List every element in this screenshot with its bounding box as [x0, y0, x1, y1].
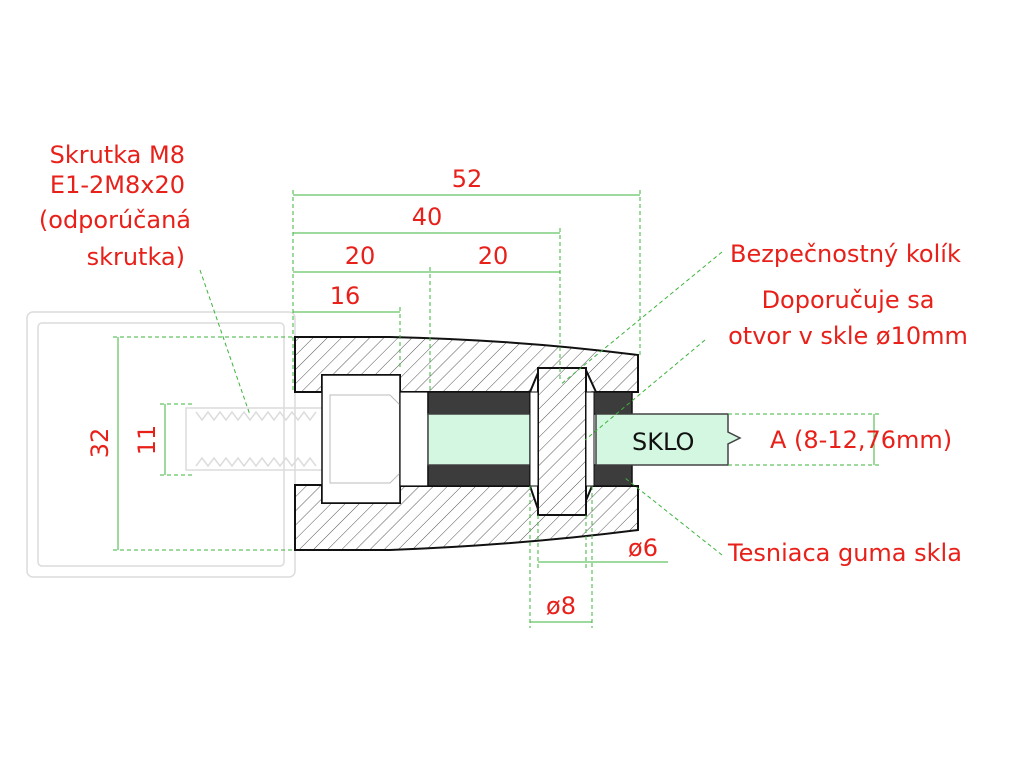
dim-32: 32: [86, 428, 114, 459]
dimension-lines: [113, 190, 880, 628]
gasket-lower-right: [591, 464, 633, 487]
glass-label: SKLO: [632, 428, 694, 456]
dim-11: 11: [133, 425, 161, 456]
safety-pin: [537, 367, 587, 516]
pin-sleeve-right: [585, 391, 595, 487]
hole-label-line2: otvor v skle ø10mm: [728, 322, 968, 350]
hole-label-line1: Doporučuje sa: [762, 286, 935, 314]
safety-pin-label: Bezpečnostný kolík: [730, 240, 961, 268]
pin-sleeve-left: [529, 391, 539, 487]
glass-thickness-label: A (8-12,76mm): [770, 426, 952, 454]
dim-16: 16: [330, 282, 361, 310]
dim-20-right: 20: [478, 242, 509, 270]
dim-52: 52: [452, 165, 483, 193]
dim-20-left: 20: [345, 242, 376, 270]
glass-section-inner: [427, 413, 531, 466]
leader-lines: [199, 251, 723, 556]
screw-outline: [185, 407, 327, 471]
gasket-upper-left: [427, 391, 531, 415]
dim-40: 40: [412, 203, 443, 231]
gasket-upper-right: [591, 391, 633, 415]
screw-label-line2: E1-2M8x20: [50, 171, 185, 199]
mounting-plate-outline: [26, 311, 296, 578]
dim-d8: ø8: [546, 592, 576, 620]
dim-d6: ø6: [628, 534, 658, 562]
screw-head-pocket: [321, 374, 401, 504]
mounting-plate-inner-outline: [37, 322, 285, 567]
washer: [399, 391, 429, 487]
glass-panel: [595, 413, 742, 466]
screw-label-line3: (odporúčaná: [39, 206, 191, 234]
gasket-label: Tesniaca guma skla: [727, 539, 962, 567]
gasket-lower-left: [427, 464, 531, 487]
screw-label-line1: Skrutka M8: [50, 141, 185, 169]
screw-label-line4: skrutka): [87, 243, 185, 271]
